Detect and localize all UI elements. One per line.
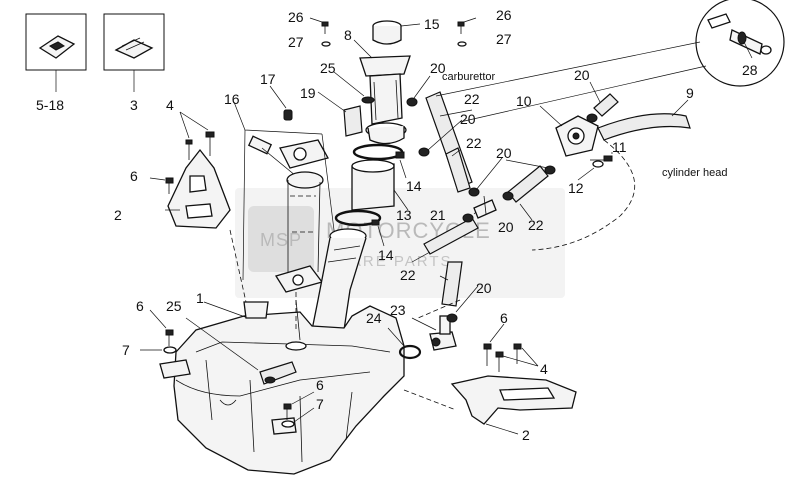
- callout-9: 9: [686, 85, 694, 101]
- callout-17: 17: [260, 71, 276, 87]
- label-carburettor: carburettor: [442, 71, 496, 83]
- callout-15: 15: [424, 16, 440, 32]
- callout-14-bottom: 14: [378, 247, 394, 263]
- callout-20-e: 20: [498, 219, 514, 235]
- t-piece-21: [473, 195, 497, 219]
- filler-neck-8: [353, 39, 411, 145]
- watermark-logo-text: MSP: [260, 230, 302, 250]
- callout-7-left: 7: [122, 342, 130, 358]
- detail-circle-28: [435, 0, 785, 123]
- callout-27-left: 27: [288, 34, 304, 50]
- callout-20-b: 20: [574, 67, 590, 83]
- watermark-logo-icon: [248, 206, 314, 272]
- bracket-left: [165, 148, 231, 229]
- bolt-6-right: [483, 323, 505, 366]
- callout-26-right: 26: [496, 7, 512, 23]
- tank-mount-tabs: [159, 301, 297, 435]
- bolt-6-left: [149, 177, 174, 194]
- callouts: 5-18 3 26 27 8 15 26 27 25 17 19 20 carb…: [36, 7, 758, 443]
- hose-9-cylinder-head: [597, 99, 691, 141]
- callout-24: 24: [366, 310, 382, 326]
- hose-25-lower: [185, 317, 297, 385]
- callout-22-b: 22: [466, 135, 482, 151]
- callout-6-center: 6: [316, 377, 324, 393]
- callout-22-a: 22: [464, 91, 480, 107]
- callout-6-right: 6: [500, 310, 508, 326]
- callout-20-d: 20: [496, 145, 512, 161]
- callout-22-d: 22: [400, 267, 416, 283]
- hose-22-left-diagonal: [411, 217, 479, 263]
- screw-11: [590, 152, 613, 162]
- hose-22-top-right: [589, 81, 619, 117]
- filler-cap-15: [372, 20, 421, 45]
- hose-22-vertical-lower: [439, 261, 463, 307]
- callout-13: 13: [396, 207, 412, 223]
- hose-22-center: [445, 147, 471, 193]
- washer-12: [577, 160, 604, 181]
- callout-4-right: 4: [540, 361, 548, 377]
- bolt-6-tank-center: [281, 391, 315, 428]
- bolts-4-right: [495, 343, 539, 372]
- inset-spring-clip: [103, 13, 165, 92]
- fuel-tap-23: [411, 315, 457, 351]
- sleeve-13: [351, 159, 409, 211]
- callout-10: 10: [516, 93, 532, 109]
- callout-20-c: 20: [460, 111, 476, 127]
- screw-26-left: [309, 17, 331, 47]
- clamp-24: [387, 327, 422, 360]
- clamp-14-bottom: [334, 209, 385, 247]
- clips-20: [406, 75, 598, 323]
- assembly-dashed-lines: [229, 139, 635, 411]
- bracket-right: [450, 375, 577, 435]
- bolt-4-left: [179, 111, 215, 160]
- clamp-14-top: [352, 143, 407, 179]
- callout-6-tank: 6: [136, 298, 144, 314]
- hose-22-right-diagonal: [507, 165, 549, 221]
- fuel-tank-1: [173, 301, 405, 475]
- callout-27-right: 27: [496, 31, 512, 47]
- callout-12: 12: [568, 180, 584, 196]
- callout-16: 16: [224, 91, 240, 107]
- label-cylinder-head: cylinder head: [662, 167, 727, 179]
- bolt-6-tank-left: [140, 309, 177, 354]
- callout-20-a: 20: [430, 60, 446, 76]
- callout-2-right: 2: [522, 427, 530, 443]
- callout-6-left: 6: [130, 168, 138, 184]
- callout-3: 3: [130, 97, 138, 113]
- inset-clip-nut: [25, 13, 87, 92]
- callout-11: 11: [612, 139, 627, 155]
- part-17-grommet: [269, 85, 293, 121]
- callout-2-left: 2: [114, 207, 122, 223]
- callout-26-left: 26: [288, 9, 304, 25]
- valve-10: [539, 105, 599, 157]
- hose-19: [317, 91, 363, 137]
- callout-21: 21: [430, 207, 446, 223]
- callout-8: 8: [344, 27, 352, 43]
- callout-25-top: 25: [320, 60, 336, 76]
- callout-14-top: 14: [406, 178, 422, 194]
- callout-7-center: 7: [316, 396, 324, 412]
- callout-22-c: 22: [528, 217, 544, 233]
- callout-1: 1: [196, 290, 204, 306]
- callout-4-left: 4: [166, 97, 174, 113]
- callout-28: 28: [742, 62, 758, 78]
- callout-23: 23: [390, 302, 406, 318]
- callout-5-18: 5-18: [36, 97, 64, 113]
- callout-25-lower: 25: [166, 298, 182, 314]
- screw-26-right: [457, 17, 477, 47]
- clip-25-top: [333, 71, 375, 104]
- callout-20-f: 20: [476, 280, 492, 296]
- callout-19: 19: [300, 85, 316, 101]
